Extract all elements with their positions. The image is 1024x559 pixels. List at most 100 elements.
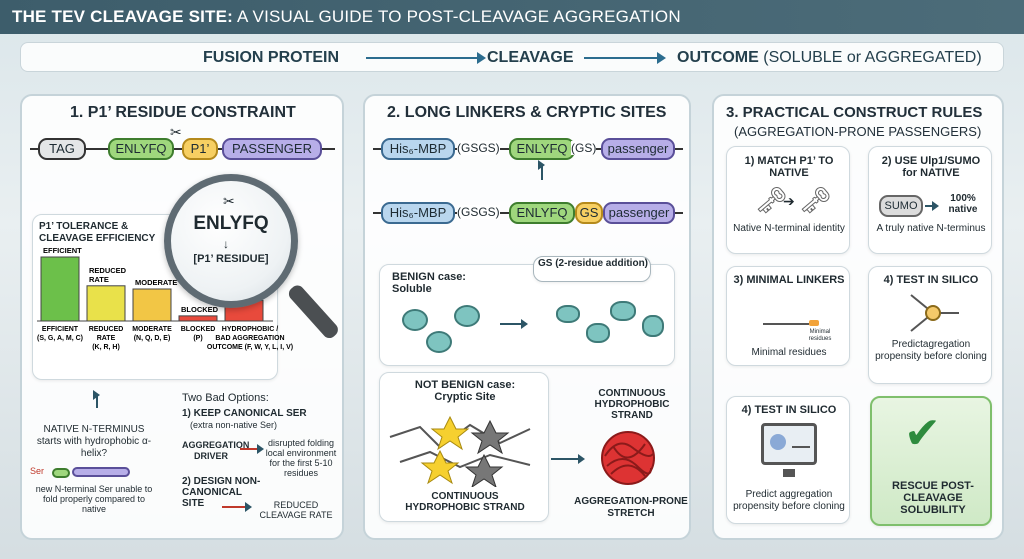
flow-outcome-bold: OUTCOME xyxy=(677,49,759,66)
p1-prime-segment: P1’ xyxy=(182,138,218,160)
process-flow-bar: FUSION PROTEIN CLEAVAGE OUTCOME (SOLUBLE… xyxy=(20,42,1004,72)
title-bold: THE TEV CLEAVAGE SITE: xyxy=(12,7,234,26)
red-arrow-icon xyxy=(222,502,252,512)
page-title: THE TEV CLEAVAGE SITE: A VISUAL GUIDE TO… xyxy=(0,0,1024,34)
disrupted-folding-note: disrupted folding local environment for … xyxy=(265,438,337,478)
enlyfq-segment: ENLYFQ xyxy=(509,202,575,224)
magnifier-lens: ✂ ENLYFQ ↓ [P1’ RESIDUE] xyxy=(164,174,298,308)
scissors-icon: ✂ xyxy=(170,124,182,140)
magnified-sequence: ENLYFQ xyxy=(193,213,269,234)
chart-bar-label-0: EFFICIENT xyxy=(43,246,82,255)
title-rest: A VISUAL GUIDE TO POST-CLEAVAGE AGGREGAT… xyxy=(233,7,681,26)
rescue-solubility-label: RESCUE POST-CLEAVAGE SOLUBILITY xyxy=(892,480,974,516)
chart-bar-label-3: BLOCKED xyxy=(181,305,219,314)
rule2-title: 2) USE Ulp1/SUMO for NATIVE xyxy=(881,155,981,179)
rule1-card: 1) MATCH P1’ TO NATIVE 🗝 ➔ 🗝 Native N-te… xyxy=(726,146,850,254)
chart-bar-2 xyxy=(132,288,172,322)
right-arrow-icon xyxy=(551,454,585,464)
monitor-stand-icon xyxy=(783,469,795,477)
protein-monomer-icon xyxy=(610,301,636,321)
not-benign-case-label: NOT BENIGN case: Cryptic Site xyxy=(414,379,516,403)
down-arrow-icon: ↓ xyxy=(223,237,229,251)
rule5-card: 4) TEST IN SILICO Predict aggregation pr… xyxy=(726,396,850,524)
his-mbp-segment: His₆-MBP xyxy=(381,138,455,160)
rule5-text: Predict aggregation propensity before cl… xyxy=(733,489,845,512)
chart-x-label-2: MODERATE xyxy=(132,326,172,333)
rule4-text: Predictagregation propensity before clon… xyxy=(875,339,987,362)
panel-p1-residue: 1. P1’ RESIDUE CONSTRAINT TAG ENLYFQ ✂ P… xyxy=(20,94,344,540)
scissors-icon: ✂ xyxy=(223,193,235,209)
chart-bar-label-1: RATE xyxy=(89,275,109,284)
reduced-cleavage-rate: REDUCED CLEAVAGE RATE xyxy=(259,500,333,520)
soluble-protein-icon xyxy=(402,309,428,331)
rule3-text: Minimal residues xyxy=(751,347,827,358)
chart-x-label-4: BAD AGGREGATION xyxy=(215,335,284,342)
down-connector-icon xyxy=(538,160,545,180)
panel3-subtitle: (AGGREGATION-PRONE PASSENGERS) xyxy=(734,124,982,139)
chart-x-label-3: (P) xyxy=(193,335,202,342)
flow-step-cleavage: CLEAVAGE xyxy=(487,49,574,66)
two-bad-options-label: Two Bad Options: xyxy=(182,392,269,404)
cryptic-site-illustration xyxy=(389,415,531,487)
aggregation-prone-stretch: AGGREGATION-PRONE STRETCH xyxy=(574,496,688,519)
his-mbp-segment: His₆-MBP xyxy=(381,202,455,224)
rule4-card: 4) TEST IN SILICO Predictagregation prop… xyxy=(868,266,992,384)
soluble-protein-icon xyxy=(426,331,452,353)
percent-native: 100% native xyxy=(948,193,978,215)
red-arrow-icon xyxy=(240,444,264,454)
option1-subtext: (extra non-native Ser) xyxy=(190,420,278,430)
chart-bar-3 xyxy=(178,315,218,322)
chart-x-label-3: BLOCKED xyxy=(181,326,216,333)
gsgs-linker: (GSGS) xyxy=(457,141,500,155)
helix-passenger-icon xyxy=(72,467,130,477)
native-n-terminus-question: NATIVE N-TERMINUS starts with hydrophobi… xyxy=(36,424,152,459)
enlyfq-segment: ENLYFQ xyxy=(108,138,174,160)
gs-linker: (GS) xyxy=(571,141,597,155)
chart-x-label-0: (S, G, A, M, C) xyxy=(37,335,83,342)
option2-design-site: 2) DESIGN NON-CANONICAL SITE xyxy=(182,476,261,509)
chart-x-label-4: OUTCOME (F, W, Y, L, I, V) xyxy=(207,344,293,351)
continuous-strand-label: CONTINUOUS HYDROPHOBIC STRAND xyxy=(405,491,525,513)
soluble-protein-icon xyxy=(454,305,480,327)
rule2-card: 2) USE Ulp1/SUMO for NATIVE SUMO 100% na… xyxy=(868,146,992,254)
not-benign-case-card: NOT BENIGN case: Cryptic Site CONTINUOUS… xyxy=(379,372,549,522)
flow-step-outcome: OUTCOME (SOLUBLE or AGGREGATED) xyxy=(677,49,982,67)
panel3-title: 3. PRACTICAL CONSTRUCT RULES xyxy=(726,104,983,121)
gs-addition-segment: GS xyxy=(575,202,603,224)
option1-keep-ser: 1) KEEP CANONICAL SER xyxy=(182,408,307,419)
rule3-card: 3) MINIMAL LINKERS Minimal residues Mini… xyxy=(726,266,850,366)
right-arrow-icon xyxy=(925,201,939,211)
chart-x-label-4: HYDROPHOBIC / xyxy=(222,326,278,333)
right-arrow-icon: ➔ xyxy=(783,193,795,209)
passenger-segment: PASSENGER xyxy=(222,138,322,160)
protein-structure-icon xyxy=(770,434,786,450)
passenger-segment: passenger xyxy=(601,138,675,160)
network-node-icon xyxy=(910,294,959,332)
flow-arrow-icon xyxy=(366,52,486,64)
chart-bar-1 xyxy=(86,285,126,322)
checkmark-icon: ✔ xyxy=(904,409,941,458)
linker-residue-icon xyxy=(809,320,819,326)
flow-outcome-rest: (SOLUBLE or AGGREGATED) xyxy=(763,49,982,66)
p1-tolerance-chart: EFFICIENT EFFICIENT (S, G, A, M, C) REDUCED… xyxy=(37,246,293,351)
rescue-solubility-card: ✔ RESCUE POST-CLEAVAGE SOLUBILITY xyxy=(870,396,992,526)
protein-monomer-icon xyxy=(642,315,664,337)
minimal-residues-small: Minimal residues xyxy=(808,329,832,342)
chart-x-label-1: REDUCED xyxy=(89,326,124,333)
rule1-text: Native N-terminal identity xyxy=(733,223,845,234)
flow-step-fusion: FUSION PROTEIN xyxy=(203,49,340,66)
continuous-strand-label-right: CONTINUOUS HYDROPHOBIC STRAND xyxy=(594,388,670,421)
protein-monomer-icon xyxy=(556,305,580,323)
graph-line-icon xyxy=(792,446,810,448)
aggregation-driver-label: AGGREGATION DRIVER xyxy=(182,440,250,461)
tag-segment: TAG xyxy=(38,138,86,160)
sumo-tag: SUMO xyxy=(879,195,923,217)
gs-note-card: GS (2-residue addition) xyxy=(533,256,651,282)
right-arrow-icon xyxy=(500,319,528,329)
flow-arrow-icon xyxy=(584,52,666,64)
rule3-title: 3) MINIMAL LINKERS xyxy=(733,274,845,286)
chart-x-label-0: EFFICIENT xyxy=(42,326,79,333)
ser-label: Ser xyxy=(30,466,45,476)
new-n-terminal-note: new N-terminal Ser unable to fold proper… xyxy=(35,484,153,514)
enlyfq-segment: ENLYFQ xyxy=(509,138,575,160)
